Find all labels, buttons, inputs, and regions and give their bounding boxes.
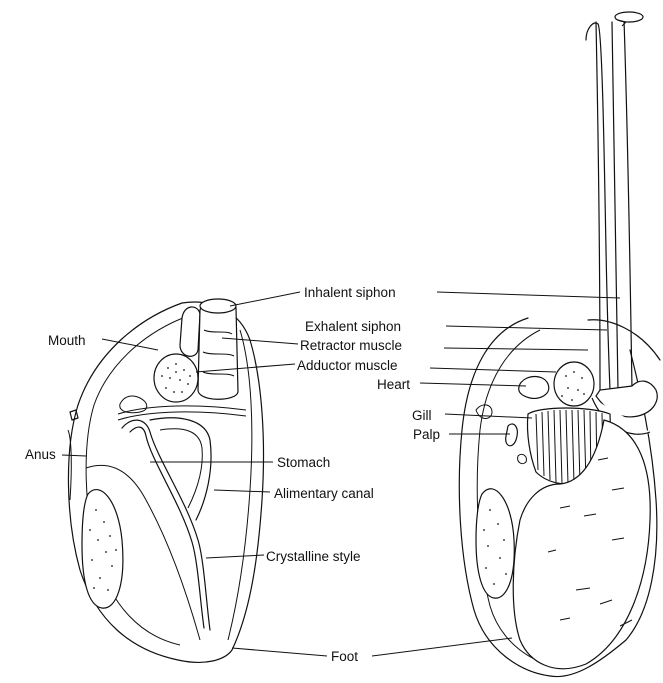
left-gonad: [82, 490, 123, 609]
label-exhalent-siphon: Exhalent siphon: [305, 319, 401, 334]
left-adductor-muscle: [154, 354, 198, 402]
right-heart: [519, 377, 549, 399]
label-heart: Heart: [377, 377, 410, 392]
right-palp: [506, 424, 518, 446]
label-crystalline-style: Crystalline style: [266, 549, 361, 564]
label-inhalent-siphon: Inhalent siphon: [304, 285, 396, 300]
left-alimentary-canal: [122, 418, 211, 630]
label-retractor-muscle: Retractor muscle: [300, 338, 402, 353]
label-stomach: Stomach: [277, 455, 330, 470]
label-foot: Foot: [331, 649, 358, 664]
right-clam-drawing: [459, 12, 660, 677]
label-adductor-muscle: Adductor muscle: [297, 358, 398, 373]
label-palp: Palp: [413, 427, 440, 442]
right-adductor-muscle: [554, 362, 594, 406]
label-mouth: Mouth: [48, 333, 86, 348]
right-gonad: [476, 489, 514, 598]
left-clam-drawing: [68, 299, 264, 662]
label-gill: Gill: [412, 408, 432, 423]
label-anus: Anus: [25, 447, 56, 462]
label-alimentary-canal: Alimentary canal: [274, 486, 374, 501]
